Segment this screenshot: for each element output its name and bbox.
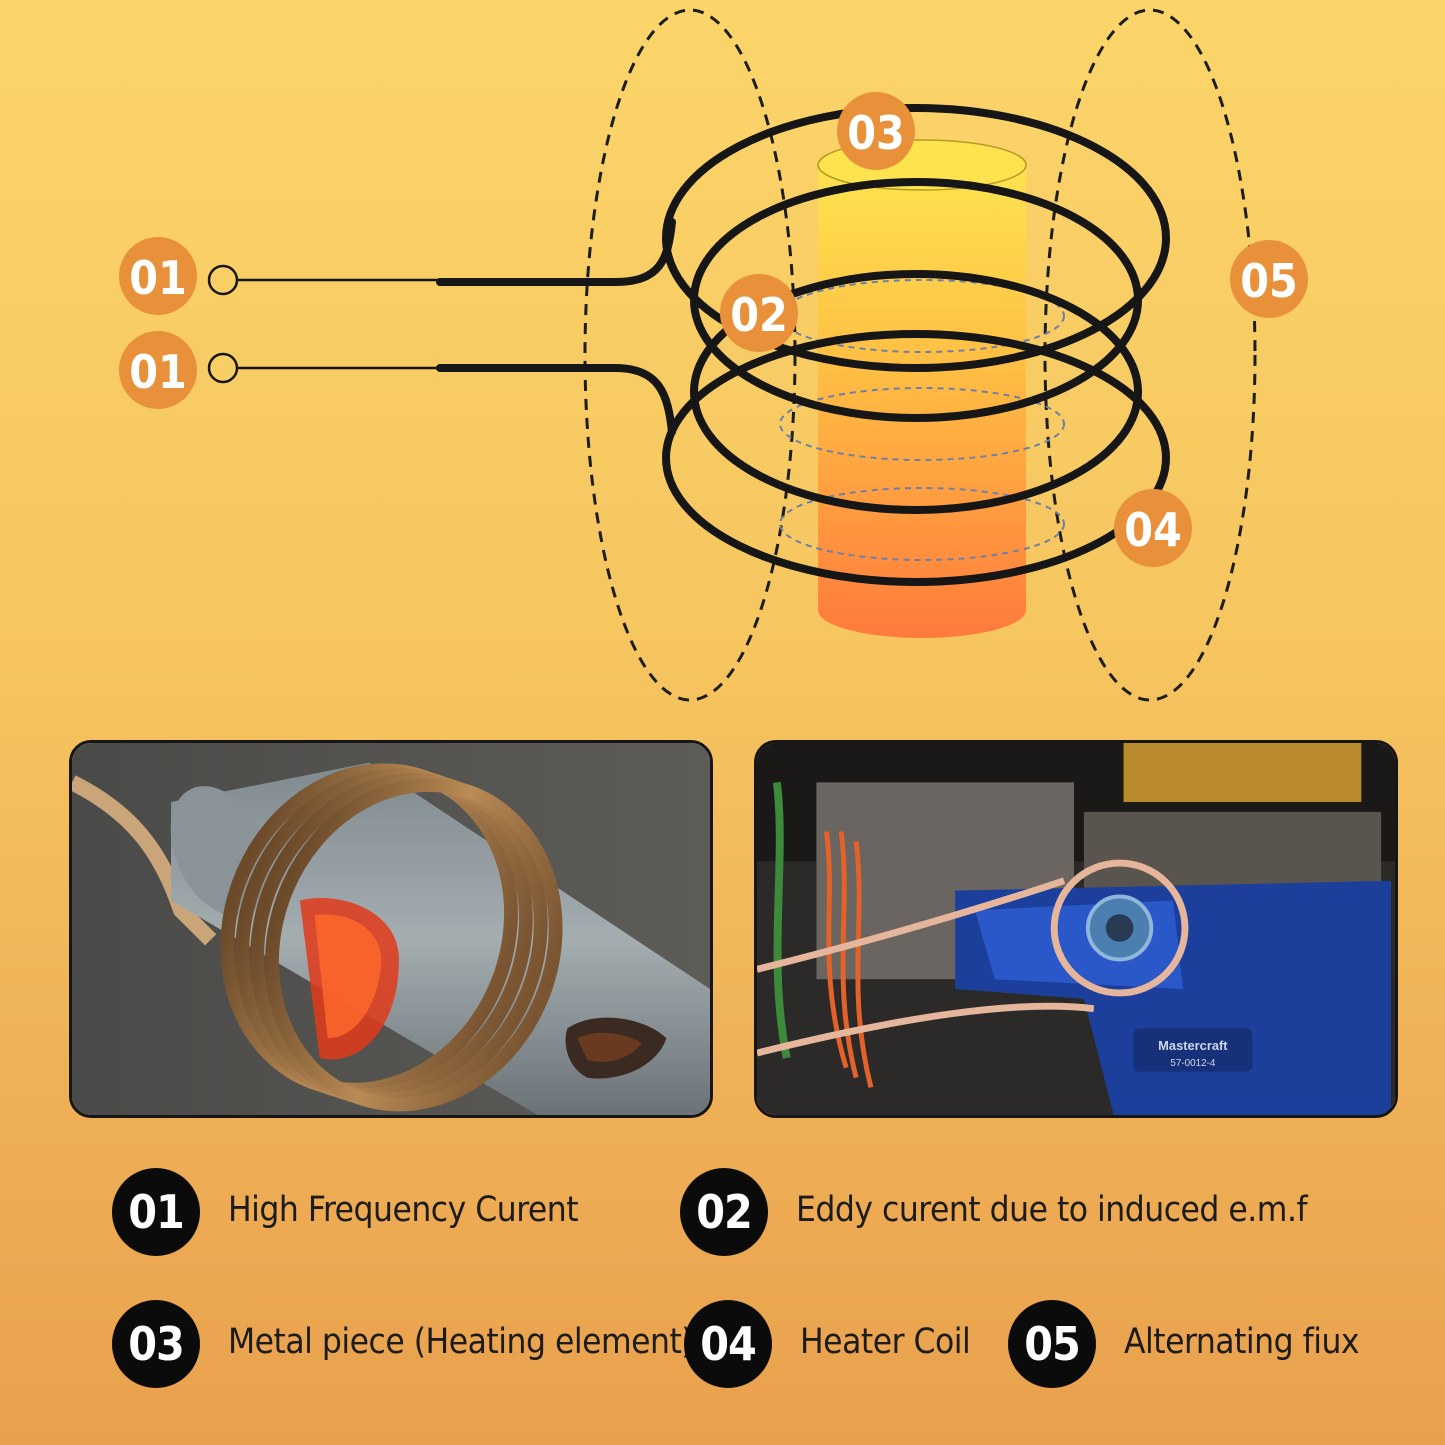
callout-label: 02 [730,288,788,342]
callout-label: 04 [1124,503,1182,557]
callout-eddy: 02 [720,274,798,352]
legend-label: Metal piece (Heating element) [228,1322,694,1362]
callout-terminal-top: 01 [119,237,197,315]
induction-coil-in-vise-icon: Mastercraft 57-0012-4 [757,743,1395,1115]
induction-diagram: 01 01 02 03 04 05 [119,8,1308,702]
vise-brand-text: Mastercraft [1158,1038,1228,1053]
eddy-loop-2 [779,387,1065,461]
callout-label: 03 [847,106,905,160]
callout-label: 01 [129,251,187,305]
callout-terminal-bottom: 01 [119,331,197,409]
legend-badge: 04 [684,1300,772,1388]
coil-turn-4 [662,330,1170,586]
legend-label: Eddy curent due to induced e.m.f [796,1190,1308,1230]
legend-badge: 05 [1008,1300,1096,1388]
vise-model-text: 57-0012-4 [1170,1058,1216,1069]
legend-badge: 02 [680,1168,768,1256]
vise-coil-photo: Mastercraft 57-0012-4 [754,740,1398,1118]
terminal-wires [207,264,440,384]
metal-piece [817,139,1027,638]
callout-metal: 03 [837,92,915,170]
coil-lead-bottom [436,364,676,436]
legend-label: Heater Coil [800,1322,971,1362]
induction-coil-on-pipe-icon [72,743,710,1115]
callout-label: 05 [1240,254,1298,308]
legend-label: Alternating fiux [1124,1322,1360,1362]
callout-flux: 05 [1230,240,1308,318]
flux-line-left [583,8,797,702]
terminal-bottom-icon [207,352,239,384]
eddy-current-loops [779,279,1065,561]
heater-coil [436,104,1170,586]
legend-badge: 01 [112,1168,200,1256]
coil-turn-2 [690,178,1142,422]
terminal-top-icon [207,264,239,296]
eddy-loop-3 [779,487,1065,561]
legend-label: High Frequency Curent [228,1190,579,1230]
coil-turn-3 [690,270,1142,514]
coil-lead-top [436,218,676,286]
pipe-heating-photo [69,740,713,1118]
eddy-loop-1 [779,279,1065,353]
flux-line-right [1043,8,1257,702]
legend-badge: 03 [112,1300,200,1388]
callout-label: 01 [129,345,187,399]
callout-coil: 04 [1114,489,1192,567]
